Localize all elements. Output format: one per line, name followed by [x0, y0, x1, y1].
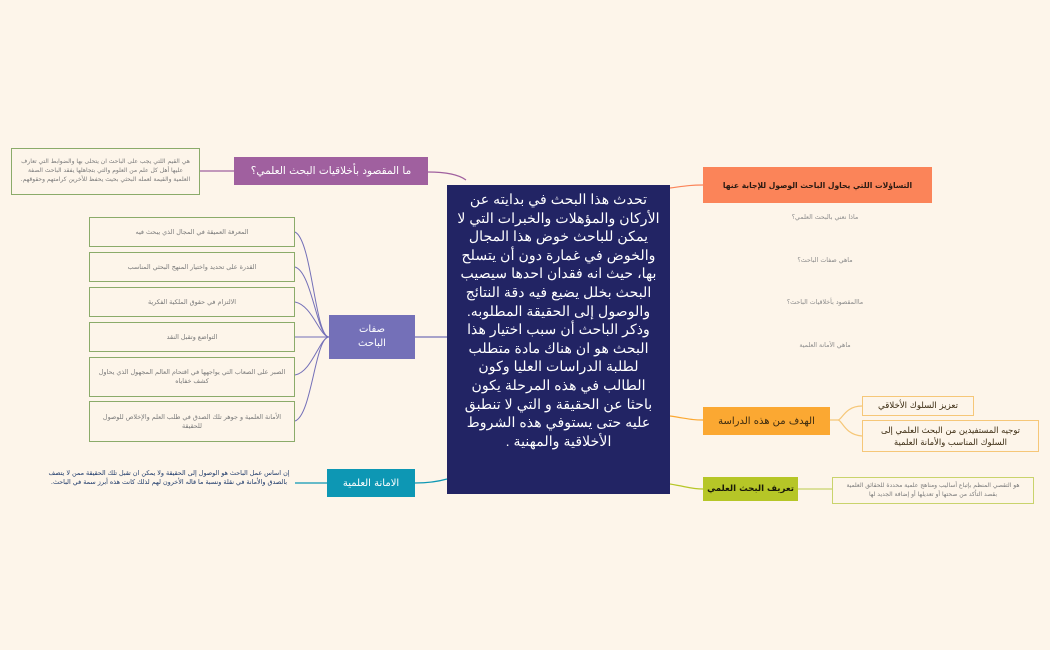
goal-item[interactable]: توجيه المستفيدين من البحث العلمي إلى الس…	[862, 420, 1039, 452]
trait-item[interactable]: القدرة على تحديد واختيار المنهج البحثي ا…	[89, 252, 295, 282]
topic-research-definition-label: تعريف البحث العلمي	[707, 484, 794, 494]
topic-research-questions-label: التساؤلات اللتي يحاول الباحث الوصول للإج…	[722, 180, 913, 190]
goal-item[interactable]: تعزيز السلوك الأخلاقي	[862, 396, 974, 416]
question-item[interactable]: ماذا نعني بالبحث العلمي؟	[791, 214, 859, 221]
trait-item[interactable]: التواضع وتقبل النقد	[89, 322, 295, 352]
topic-researcher-traits[interactable]: صفات الباحث	[329, 315, 415, 359]
topic-researcher-traits-label: صفات الباحث	[358, 324, 386, 349]
trait-item[interactable]: الأمانة العلمية و جوهر تلك الصدق في طلب …	[89, 401, 295, 442]
topic-study-goal[interactable]: الهدف من هذه الدراسة	[703, 407, 830, 435]
topic-research-ethics[interactable]: ما المقصود بأخلاقيات البحث العلمي؟	[234, 157, 428, 185]
ethics-definition-note[interactable]: هي القيم اللتي يجب على الباحث ان يتحلى ب…	[11, 148, 200, 195]
question-item[interactable]: ماالمقصود بأخلاقيات الباحث؟	[786, 299, 864, 306]
topic-research-definition[interactable]: تعريف البحث العلمي	[703, 477, 798, 501]
topic-research-questions[interactable]: التساؤلات اللتي يحاول الباحث الوصول للإج…	[703, 167, 932, 203]
definition-note[interactable]: هو التقصي المنظم بإتباع أساليب ومناهج عل…	[832, 477, 1034, 504]
question-item[interactable]: ماهي الأمانة العلمية	[799, 342, 851, 349]
question-item[interactable]: ماهي صفات الباحث؟	[797, 257, 853, 264]
topic-study-goal-label: الهدف من هذه الدراسة	[718, 415, 815, 427]
trait-item[interactable]: الالتزام في حقوق الملكية الفكرية	[89, 287, 295, 317]
topic-scientific-honesty[interactable]: الامانة العلمية	[327, 469, 415, 497]
trait-item[interactable]: الصبر على الصعاب التي يواجهها في اقتحام …	[89, 357, 295, 397]
trait-item[interactable]: المعرفة العميقة في المجال الذي يبحث فيه	[89, 217, 295, 247]
honesty-note[interactable]: إن اساس عمل الباحث هو الوصول إلى الحقيقة…	[48, 469, 290, 486]
central-topic[interactable]: تحدث هذا البحث في بدايته عن الأركان والم…	[447, 185, 670, 494]
topic-research-ethics-label: ما المقصود بأخلاقيات البحث العلمي؟	[250, 165, 412, 177]
topic-scientific-honesty-label: الامانة العلمية	[342, 477, 400, 489]
